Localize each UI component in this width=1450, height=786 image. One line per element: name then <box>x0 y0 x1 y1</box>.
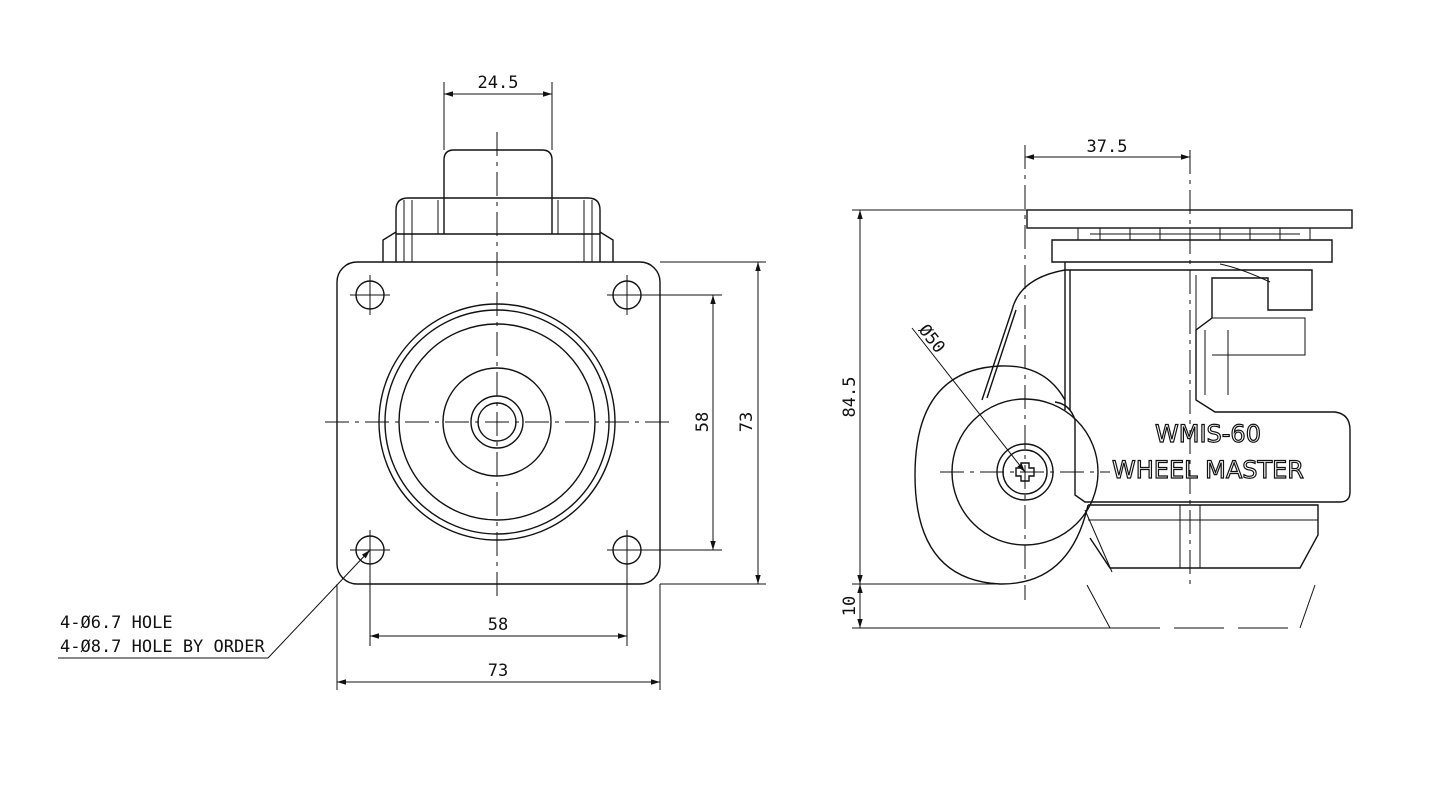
hole-note-line-1: 4-Ø6.7 HOLE <box>60 613 173 633</box>
brand-label: WHEEL MASTER <box>1112 456 1304 484</box>
dim-total-height: 84.5 <box>840 377 860 418</box>
dim-plate-width: 73 <box>488 661 508 681</box>
dim-offset-top: 37.5 <box>1087 137 1128 157</box>
dim-adjust-height: 10 <box>840 596 860 616</box>
front-view: 24.5 58 73 58 73 4-Ø6.7 HOLE 4-Ø8.7 HOLE… <box>58 73 766 690</box>
dim-hole-spacing-horizontal: 58 <box>488 615 508 635</box>
dim-top-width: 24.5 <box>478 73 519 93</box>
bottom-pad <box>1088 504 1319 569</box>
model-label: WMIS-60 <box>1155 420 1261 448</box>
wheel <box>914 365 1089 585</box>
hole-note-line-2: 4-Ø8.7 HOLE BY ORDER <box>60 637 265 657</box>
side-view: WMIS-60 WHEEL MASTER 37.5 84.5 10 Ø50 <box>840 137 1353 629</box>
base-plate <box>336 261 661 585</box>
swivel-block <box>382 149 614 262</box>
dim-wheel-diameter: Ø50 <box>914 321 949 358</box>
dim-hole-spacing-vertical: 58 <box>693 412 713 432</box>
dim-plate-height: 73 <box>737 412 757 432</box>
